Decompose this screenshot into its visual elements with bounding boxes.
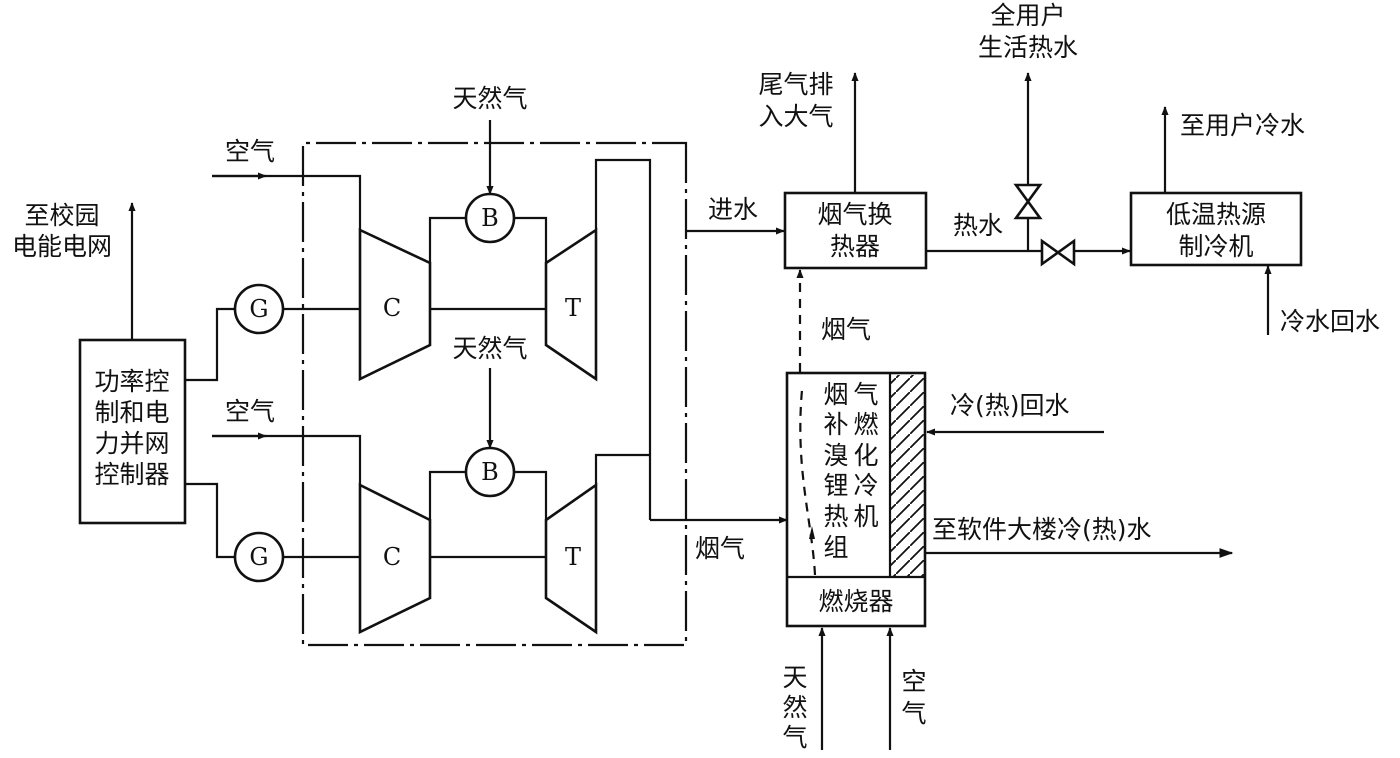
exhaust-label-1: 尾气排 [758,70,833,99]
compressor-to-burner-top [428,216,466,263]
valve-vertical [1013,183,1043,220]
controller-label-4: 控制器 [94,460,169,489]
svg-text:燃: 燃 [853,410,878,439]
exchanger-label-1: 烟气换 [817,200,892,229]
controller-label-2: 制和电 [94,398,169,427]
turbine-bottom [544,482,598,635]
natural-gas-middle-label: 天然气 [452,334,527,363]
low-temp-chiller [1129,191,1303,267]
compressor-top [358,227,432,382]
svg-text:然: 然 [782,693,807,722]
turbine-bottom-label: T [565,543,581,571]
hot-water-label: 热水 [953,211,1003,240]
absorption-unit-label-col2: 气 燃 化 冷 机 [853,380,878,531]
burner-to-turbine-top [514,216,548,263]
compressor-top-label: C [383,294,401,322]
controller-to-generator-top [185,307,235,382]
campus-grid-label-1: 至校园 [24,201,99,230]
svg-text:热: 热 [823,502,848,531]
svg-text:烟: 烟 [823,380,848,409]
exhaust-label-2: 入大气 [758,102,833,131]
campus-grid-label-2: 电能电网 [12,232,112,261]
compressor-to-burner-bottom [428,470,466,520]
natural-gas-top-label: 天然气 [452,84,527,113]
air-bottom-inlet [212,434,362,485]
turbine-bottom-exhaust [594,453,650,485]
compressor-bottom [358,482,432,635]
burner-to-turbine-bottom [514,470,548,520]
air-top-inlet [212,174,362,230]
svg-text:溴: 溴 [823,441,848,470]
return-water-label: 冷(热)回水 [950,391,1070,420]
svg-text:组: 组 [823,533,848,562]
flue-gas-dashed-internal [799,389,817,576]
cold-water-return-label: 冷水回水 [1280,307,1380,336]
svg-text:气: 气 [782,723,807,752]
svg-text:空: 空 [901,667,926,696]
turbine-top-exhaust [594,158,652,520]
software-building-label: 至软件大楼冷(热)水 [932,515,1152,544]
air-top-label: 空气 [225,137,275,166]
hot-water-user-label-2: 生活热水 [978,33,1078,62]
turbine-top-label: T [565,294,581,322]
compressor-bottom-label: C [383,543,401,571]
flue-gas-heat-exchanger [783,191,928,270]
svg-text:冷: 冷 [853,471,878,500]
controller-label-3: 力并网 [94,429,169,458]
valve-horizontal [1040,238,1076,267]
svg-text:锂: 锂 [823,471,848,500]
burner-bottom-label: B [481,458,499,486]
natural-gas-vertical-label: 天 然 气 [782,663,807,752]
air-vertical-label: 空 气 [901,667,926,728]
cold-water-to-user-label: 至用户冷水 [1180,111,1305,140]
chiller-label-2: 制冷机 [1178,232,1253,261]
air-bottom-label: 空气 [225,397,275,426]
hot-water-user-label-1: 全用户 [990,1,1065,30]
svg-text:气: 气 [901,699,926,728]
generator-top-label: G [249,295,268,323]
water-in-label: 进水 [708,195,758,224]
flue-gas-inner-arrowhead [809,526,815,539]
generator-bottom-label: G [249,543,268,571]
svg-text:气: 气 [853,380,878,409]
turbine-top [544,227,598,382]
burner-box-label: 燃烧器 [818,587,893,616]
chiller-label-1: 低温热源 [1166,200,1266,229]
svg-text:补: 补 [823,410,848,439]
controller-to-generator-bottom [185,482,235,559]
exchanger-label-2: 热器 [830,232,880,261]
absorption-unit-hatch [890,375,924,577]
svg-text:化: 化 [853,441,878,470]
absorption-unit-label-col1: 烟 补 溴 锂 热 组 [823,380,848,562]
flue-gas-up-label: 烟气 [821,315,871,344]
power-controller-box [78,338,187,525]
turbine-enclosure [301,141,688,647]
svg-text:机: 机 [853,502,878,531]
controller-label-1: 功率控 [94,367,169,396]
burner-top-label: B [481,204,499,232]
flue-gas-bottom-label: 烟气 [695,534,745,563]
svg-text:天: 天 [782,663,807,692]
